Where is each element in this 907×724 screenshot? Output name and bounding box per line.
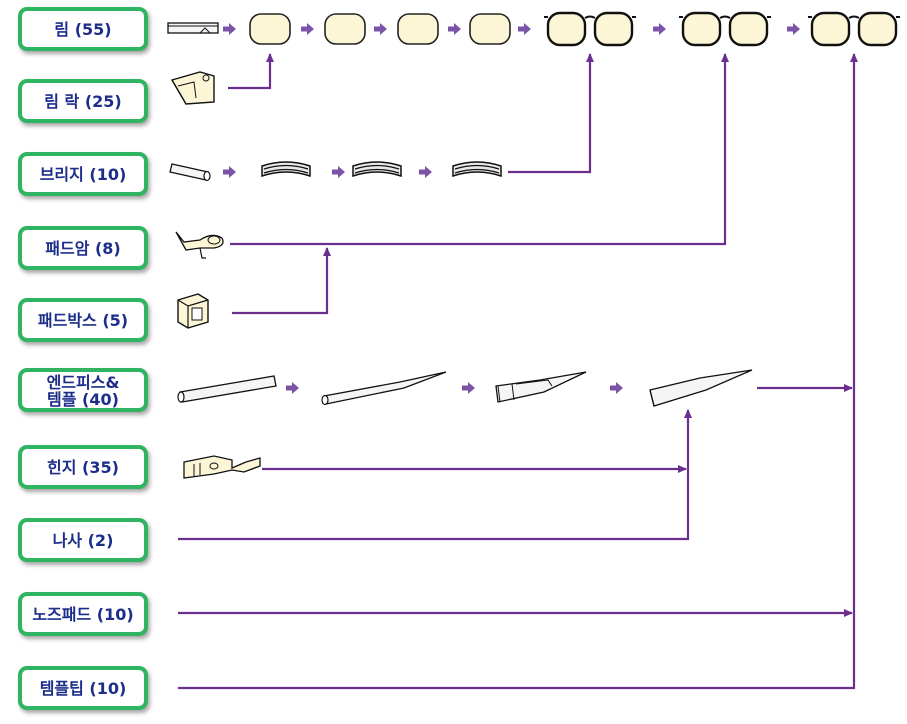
label-rim: 림 (55) bbox=[18, 7, 148, 51]
label-screw: 나사 (2) bbox=[18, 518, 148, 562]
label-nose-pad: 노즈패드 (10) bbox=[18, 592, 148, 636]
flow-arrow-icon bbox=[223, 166, 236, 178]
flow-arrow-icon bbox=[332, 166, 345, 178]
connector-rim-lock bbox=[228, 53, 274, 90]
single-lens-frame-icon bbox=[469, 13, 511, 45]
temple-rod-icon bbox=[177, 375, 277, 403]
flow-arrow-icon bbox=[448, 23, 461, 35]
flow-arrow-icon bbox=[518, 23, 531, 35]
flow-arrow-icon bbox=[286, 382, 299, 394]
rim-wire-icon bbox=[167, 22, 219, 34]
flow-arrow-icon bbox=[610, 382, 623, 394]
connector-temple-tip bbox=[178, 53, 858, 690]
flow-arrow-icon bbox=[653, 23, 666, 35]
label-bridge: 브리지 (10) bbox=[18, 152, 148, 196]
single-lens-frame-icon bbox=[249, 13, 291, 45]
connector-pad-box bbox=[232, 247, 331, 315]
double-lens-frame-icon bbox=[806, 11, 902, 47]
label-pad-box: 패드박스 (5) bbox=[18, 298, 148, 342]
pad-arm-part-icon bbox=[175, 231, 224, 259]
rim-lock-part-icon bbox=[170, 71, 215, 105]
pad-box-part-icon bbox=[177, 293, 209, 329]
label-hinge: 힌지 (35) bbox=[18, 445, 148, 489]
flow-arrow-icon bbox=[223, 23, 236, 35]
connector-bridge bbox=[508, 53, 594, 174]
double-lens-frame-icon bbox=[677, 11, 773, 47]
flow-arrow-icon bbox=[462, 382, 475, 394]
bridge-bent-icon bbox=[261, 161, 311, 177]
label-pad-arm: 패드암 (8) bbox=[18, 226, 148, 270]
single-lens-frame-icon bbox=[397, 13, 439, 45]
label-line-2: 템플 (40) bbox=[47, 390, 119, 409]
label-temple-tip: 템플팁 (10) bbox=[18, 666, 148, 710]
label-rim-lock: 림 락 (25) bbox=[18, 79, 148, 123]
bridge-bent-icon bbox=[352, 161, 402, 177]
temple-tapered-icon bbox=[649, 369, 753, 407]
flow-arrow-icon bbox=[787, 23, 800, 35]
label-endpiece-temple: 엔드피스&템플 (40) bbox=[18, 368, 148, 412]
hinge-part-icon bbox=[183, 455, 261, 479]
label-line-1: 엔드피스& bbox=[46, 373, 120, 392]
connector-screw bbox=[178, 409, 692, 541]
bridge-bent-icon bbox=[452, 161, 502, 177]
temple-tapered-icon bbox=[321, 371, 447, 406]
flow-arrow-icon bbox=[301, 23, 314, 35]
single-lens-frame-icon bbox=[324, 13, 366, 45]
bridge-rod-icon bbox=[169, 163, 211, 182]
flow-arrow-icon bbox=[374, 23, 387, 35]
temple-tapered-icon bbox=[495, 371, 587, 403]
flow-arrow-icon bbox=[419, 166, 432, 178]
double-lens-frame-icon bbox=[542, 11, 638, 47]
connector-pad-arm bbox=[230, 53, 729, 246]
